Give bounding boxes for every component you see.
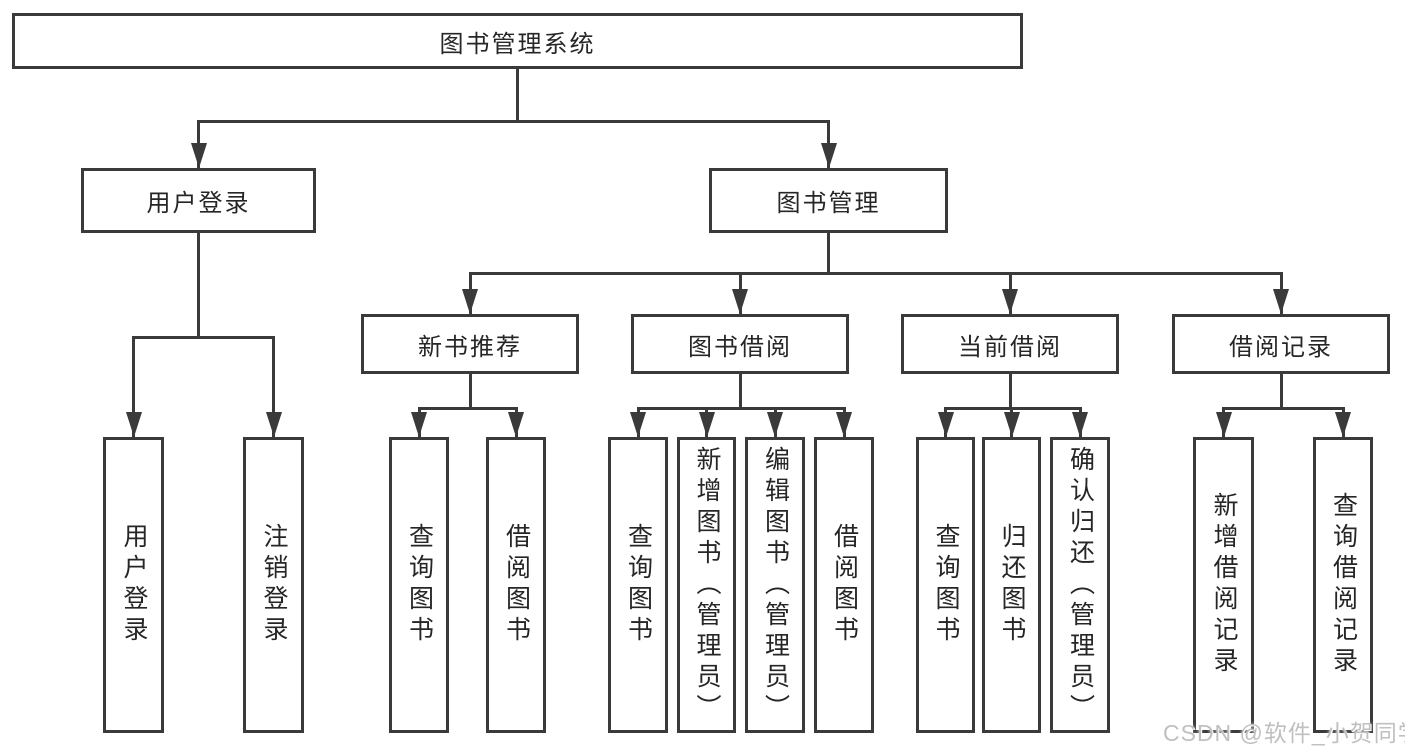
arrow-down-icon xyxy=(767,412,783,437)
arrow-down-icon xyxy=(411,412,427,437)
node-label-user-login: 用户登录 xyxy=(146,190,251,217)
arrow-down-icon xyxy=(1002,289,1018,314)
arrow-down-icon xyxy=(937,412,954,437)
connector-split-library-system xyxy=(197,120,830,123)
watermark: CSDN @软件_小贺同学 xyxy=(1163,720,1405,746)
arrow-down-icon xyxy=(1273,289,1289,314)
arrow-down-icon xyxy=(698,412,715,437)
node-bb-borrow-books: 借阅图书 xyxy=(814,437,874,733)
arrow-down-icon xyxy=(1335,412,1351,437)
node-label-book-management: 图书管理 xyxy=(776,190,881,217)
arrow-down-icon xyxy=(1215,412,1232,437)
node-bb-add-books-admin: 新增图书（管理员） xyxy=(677,437,736,733)
node-br-add-record: 新增借阅记录 xyxy=(1193,437,1254,733)
connector-stem-new-book-recommend xyxy=(468,373,472,410)
node-cb-query-books: 查询图书 xyxy=(916,437,975,733)
connector-split-borrow-records xyxy=(1222,407,1345,410)
node-logout-leaf: 注销登录 xyxy=(243,437,304,733)
connector-drop-logout-leaf xyxy=(272,336,275,437)
node-label-borrow-records: 借阅记录 xyxy=(1229,333,1333,361)
connector-stem-user-login xyxy=(197,232,200,339)
node-br-query-record: 查询借阅记录 xyxy=(1313,437,1373,733)
node-cb-confirm-return-admin: 确认归还（管理员） xyxy=(1050,437,1110,733)
connector-drop-user-login-leaf xyxy=(132,336,135,437)
node-label-new-book-recommend: 新书推荐 xyxy=(418,333,522,361)
node-bb-edit-books-admin: 编辑图书（管理员） xyxy=(745,437,805,733)
node-cb-return-books: 归还图书 xyxy=(982,437,1041,733)
connector-stem-book-borrowing xyxy=(738,373,742,410)
arrow-down-icon xyxy=(630,412,646,437)
node-book-borrowing: 图书借阅 xyxy=(631,314,849,374)
connector-stem-current-borrowing xyxy=(1008,373,1012,410)
connector-split-new-book-recommend xyxy=(417,407,518,410)
node-borrow-records: 借阅记录 xyxy=(1172,314,1390,374)
connector-stem-borrow-records xyxy=(1279,373,1283,410)
arrow-down-icon xyxy=(462,289,478,314)
connector-split-user-login xyxy=(132,336,275,339)
node-current-borrowing: 当前借阅 xyxy=(901,314,1119,374)
arrow-down-icon xyxy=(836,412,852,437)
node-user-login: 用户登录 xyxy=(81,168,316,233)
node-nbr-query-books: 查询图书 xyxy=(389,437,449,733)
node-label-bb-query-books: 查询图书 xyxy=(624,523,653,647)
node-label-br-add-record: 新增借阅记录 xyxy=(1210,492,1238,678)
node-label-library-system: 图书管理系统 xyxy=(439,30,596,58)
connector-split-book-borrowing xyxy=(636,407,846,410)
node-new-book-recommend: 新书推荐 xyxy=(361,314,579,374)
connector-stem-book-management xyxy=(827,232,830,275)
node-bb-query-books: 查询图书 xyxy=(608,437,668,733)
node-label-book-borrowing: 图书借阅 xyxy=(688,333,792,361)
node-label-nbr-borrow-books: 借阅图书 xyxy=(502,523,531,647)
node-book-management: 图书管理 xyxy=(709,168,948,233)
node-user-login-leaf: 用户登录 xyxy=(103,437,164,733)
node-label-bb-add-books-admin: 新增图书（管理员） xyxy=(693,445,721,725)
node-label-user-login-leaf: 用户登录 xyxy=(120,523,148,647)
arrow-down-icon xyxy=(820,143,837,168)
node-label-nbr-query-books: 查询图书 xyxy=(405,523,434,647)
arrow-down-icon xyxy=(265,412,282,437)
node-label-current-borrowing: 当前借阅 xyxy=(958,333,1062,361)
node-nbr-borrow-books: 借阅图书 xyxy=(486,437,546,733)
arrow-down-icon xyxy=(190,143,207,168)
node-library-system: 图书管理系统 xyxy=(12,13,1023,69)
node-label-br-query-record: 查询借阅记录 xyxy=(1329,492,1358,678)
node-label-bb-borrow-books: 借阅图书 xyxy=(830,523,859,647)
node-label-logout-leaf: 注销登录 xyxy=(260,523,288,647)
arrow-down-icon xyxy=(1003,412,1020,437)
connector-split-book-management xyxy=(468,272,1283,275)
node-label-cb-confirm-return-admin: 确认归还（管理员） xyxy=(1066,445,1095,725)
arrow-down-icon xyxy=(125,412,142,437)
node-label-cb-query-books: 查询图书 xyxy=(932,523,960,647)
arrow-down-icon xyxy=(732,289,748,314)
arrow-down-icon xyxy=(508,412,524,437)
connector-stem-library-system xyxy=(516,68,519,123)
node-label-cb-return-books: 归还图书 xyxy=(998,523,1026,647)
arrow-down-icon xyxy=(1072,412,1088,437)
node-label-bb-edit-books-admin: 编辑图书（管理员） xyxy=(761,445,790,725)
